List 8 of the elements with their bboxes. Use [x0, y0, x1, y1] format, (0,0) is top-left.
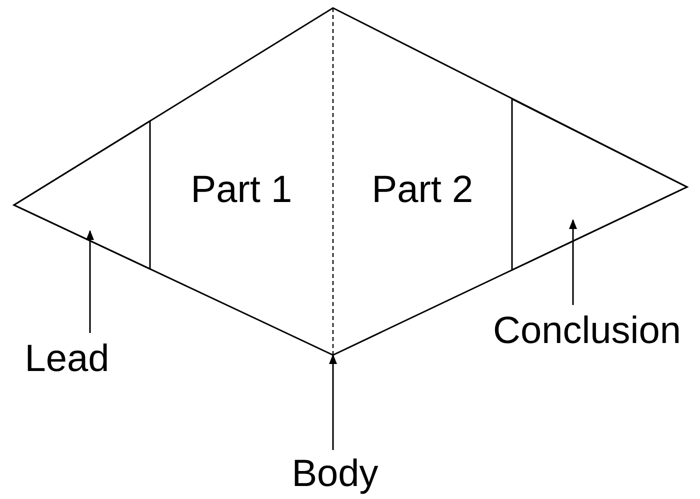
callout-label: Conclusion — [493, 312, 681, 350]
section-label: Part 1 — [190, 171, 292, 209]
section-label: Part 2 — [372, 171, 474, 209]
leader-arrow — [86, 230, 94, 333]
leader-arrow — [569, 219, 577, 305]
callout-label: Body — [292, 455, 378, 493]
leader-arrow — [329, 354, 337, 450]
callout-label: Lead — [24, 340, 110, 378]
